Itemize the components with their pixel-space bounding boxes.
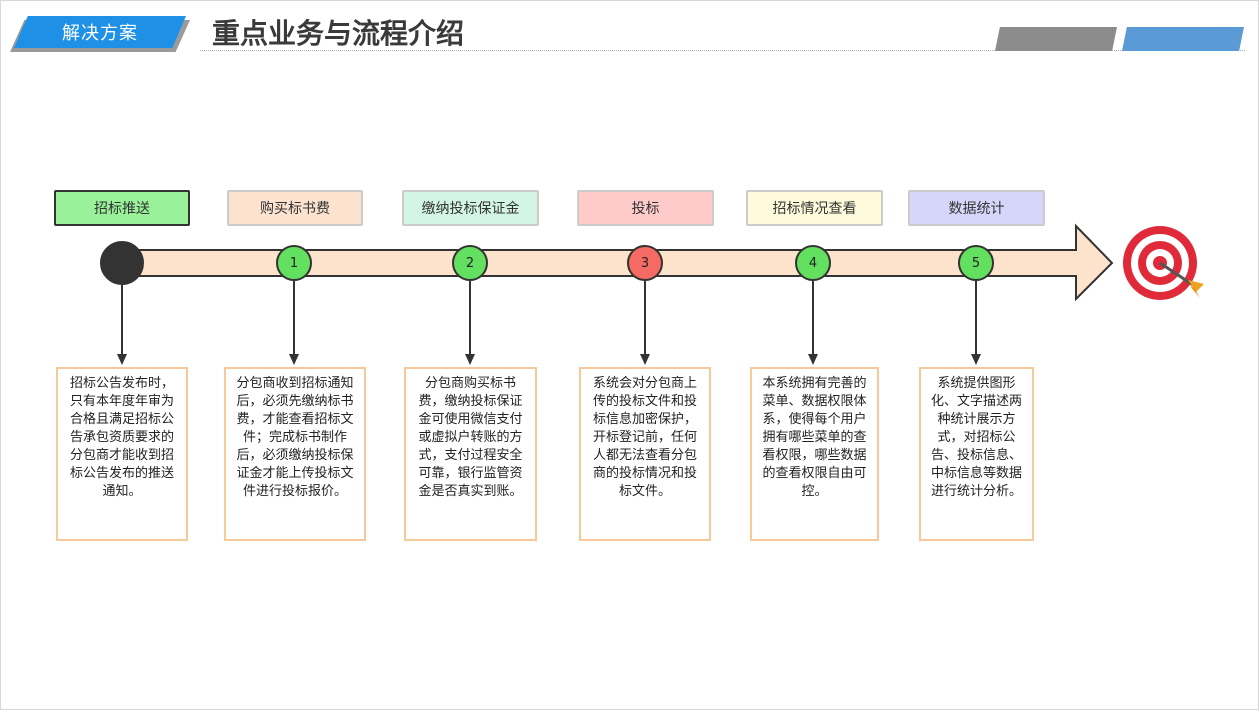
- step-circle-1: 1: [276, 245, 312, 281]
- stage-label-4: 招标情况查看: [746, 190, 883, 226]
- connector-arrowhead-5: [971, 354, 981, 365]
- connector-arrowhead-2: [465, 354, 475, 365]
- stage-label-5: 数据统计: [908, 190, 1045, 226]
- description-box-0: 招标公告发布时，只有本年度年审为合格且满足招标公告承包资质要求的分包商才能收到招…: [56, 367, 188, 541]
- connector-arrowhead-3: [640, 354, 650, 365]
- description-text-3: 系统会对分包商上传的投标文件和投标信息加密保护，开标登记前，任何人都无法查看分包…: [592, 376, 697, 499]
- description-box-3: 系统会对分包商上传的投标文件和投标信息加密保护，开标登记前，任何人都无法查看分包…: [579, 367, 711, 541]
- description-text-0: 招标公告发布时，只有本年度年审为合格且满足招标公告承包资质要求的分包商才能收到招…: [69, 376, 174, 499]
- step-circle-0: [100, 241, 144, 285]
- description-box-2: 分包商购买标书费，缴纳投标保证金可使用微信支付或虚拟户转账的方式，支付过程安全可…: [404, 367, 537, 541]
- description-box-1: 分包商收到招标通知后，必须先缴纳标书费，才能查看招标文件；完成标书制作后，必须缴…: [224, 367, 366, 541]
- stage-label-0: 招标推送: [54, 190, 190, 226]
- description-text-2: 分包商购买标书费，缴纳投标保证金可使用微信支付或虚拟户转账的方式，支付过程安全可…: [418, 376, 523, 499]
- description-text-1: 分包商收到招标通知后，必须先缴纳标书费，才能查看招标文件；完成标书制作后，必须缴…: [236, 376, 354, 499]
- section-tag: 解决方案: [14, 16, 186, 48]
- description-text-4: 本系统拥有完善的菜单、数据权限体系，使得每个用户拥有哪些菜单的查看权限，哪些数据…: [762, 376, 867, 499]
- stage-label-3: 投标: [577, 190, 714, 226]
- page-title: 重点业务与流程介绍: [212, 17, 465, 50]
- connector-arrowhead-4: [808, 354, 818, 365]
- step-circle-5: 5: [958, 245, 994, 281]
- connector-arrowhead-1: [289, 354, 299, 365]
- header-decoration-gray: [995, 27, 1117, 51]
- description-text-5: 系统提供图形化、文字描述两种统计展示方式，对招标公告、投标信息、中标信息等数据进…: [931, 376, 1023, 499]
- step-circle-2: 2: [452, 245, 488, 281]
- header-decoration-blue: [1122, 27, 1244, 51]
- description-box-5: 系统提供图形化、文字描述两种统计展示方式，对招标公告、投标信息、中标信息等数据进…: [919, 367, 1034, 541]
- title-divider: [200, 50, 1245, 51]
- description-box-4: 本系统拥有完善的菜单、数据权限体系，使得每个用户拥有哪些菜单的查看权限，哪些数据…: [750, 367, 879, 541]
- step-circle-4: 4: [795, 245, 831, 281]
- step-circle-3: 3: [627, 245, 663, 281]
- stage-label-2: 缴纳投标保证金: [402, 190, 539, 226]
- connector-arrowhead-0: [117, 354, 127, 365]
- target-icon: [1123, 226, 1204, 300]
- stage-label-1: 购买标书费: [227, 190, 363, 226]
